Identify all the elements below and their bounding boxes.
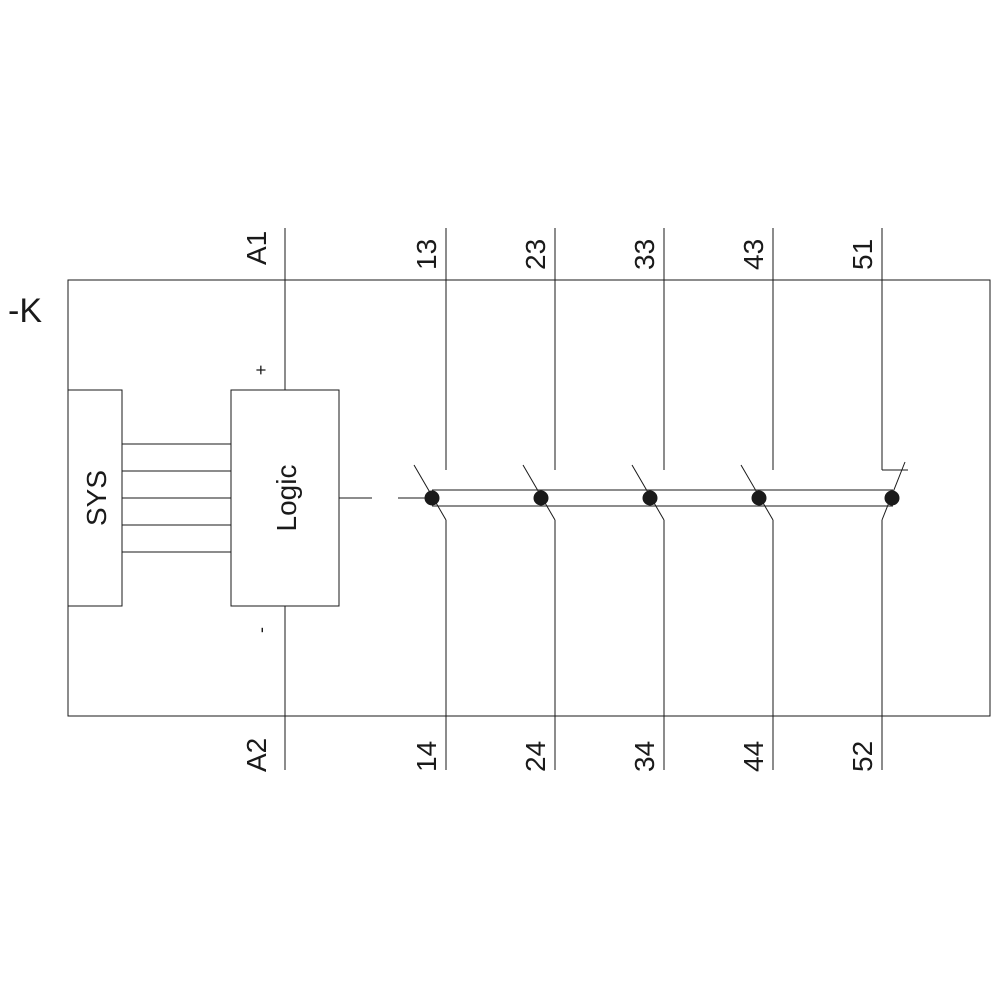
contact-top-label: 23 (520, 239, 551, 270)
a1-label: A1 (241, 231, 272, 265)
linkage-dot (884, 490, 900, 506)
contact-51-52: 51 52 (847, 228, 908, 772)
plus-sign: + (251, 365, 271, 376)
contact-23-24: 23 24 (520, 228, 556, 772)
linkage-dot (642, 490, 658, 506)
contact-bottom-label: 24 (520, 741, 551, 772)
device-designation: -K (8, 292, 42, 330)
linkage-dot (751, 490, 767, 506)
sys-logic-bus (122, 443, 231, 553)
contact-top-label: 43 (738, 239, 769, 270)
contact-bottom-label: 14 (411, 741, 442, 772)
contact-bottom-label: 44 (738, 741, 769, 772)
contact-top-label: 51 (847, 239, 878, 270)
contact-top-label: 33 (629, 239, 660, 270)
linkage-dot (424, 490, 440, 506)
contact-group: 13 14 23 24 33 34 43 44 51 52 (411, 228, 908, 772)
contact-top-label: 13 (411, 239, 442, 270)
contact-bottom-label: 52 (847, 741, 878, 772)
contact-43-44: 43 44 (738, 228, 774, 772)
mechanical-linkage (432, 489, 893, 507)
linkage-dot (533, 490, 549, 506)
sys-block: SYS (67, 389, 123, 607)
logic-label: Logic (271, 465, 302, 532)
contact-bottom-label: 34 (629, 741, 660, 772)
coil-terminals: A1 A2 + - (241, 228, 286, 772)
sys-label: SYS (81, 470, 112, 526)
minus-sign: - (251, 627, 271, 633)
a2-label: A2 (241, 738, 272, 772)
contact-33-34: 33 34 (629, 228, 665, 772)
contact-13-14: 13 14 (411, 228, 447, 772)
logic-block: Logic (230, 389, 340, 607)
